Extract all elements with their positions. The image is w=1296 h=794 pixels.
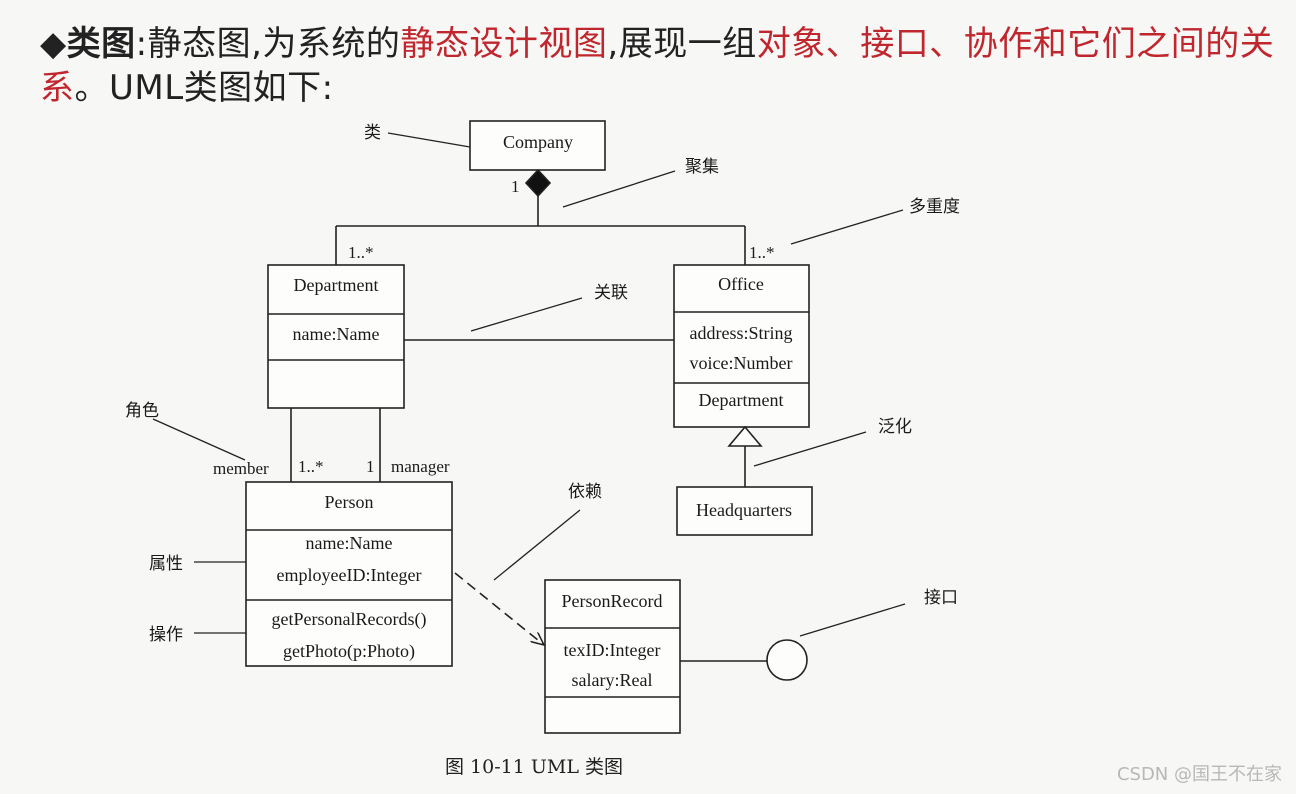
class-box-person <box>245 481 453 667</box>
annotation-class: 类 <box>364 123 381 143</box>
person-record-attr-salary: salary:Real <box>572 670 653 690</box>
person-record-name: PersonRecord <box>562 591 663 611</box>
dependency-arrow <box>454 572 544 645</box>
interface-lollipop-icon <box>766 639 808 681</box>
person-attr-employeeid: employeeID:Integer <box>277 565 422 585</box>
person-record-attr-texid: texID:Integer <box>564 640 661 660</box>
multiplicity-department: 1..* <box>348 243 374 262</box>
aggregation-diamond <box>524 168 552 198</box>
multiplicity-manager: 1 <box>366 457 375 476</box>
annotation-association: 关联 <box>594 283 628 303</box>
department-name: Department <box>294 275 379 295</box>
person-op-records: getPersonalRecords() <box>272 609 427 630</box>
heading-text-3: 。UML类图如下: <box>74 68 334 108</box>
term-class-diagram: 类图 <box>66 24 136 64</box>
heading-highlight-static-view: 静态设计视图 <box>400 24 608 64</box>
department-attr: name:Name <box>293 324 380 344</box>
office-name: Office <box>718 274 764 294</box>
annotation-generalization: 泛化 <box>878 417 912 437</box>
headquarters-name: Headquarters <box>696 500 792 520</box>
class-box-department <box>267 264 405 409</box>
office-attr-voice: voice:Number <box>690 353 793 373</box>
annotation-dependency: 依赖 <box>568 482 602 502</box>
generalization-triangle <box>727 425 763 447</box>
heading-text-2: ,展现一组 <box>607 24 757 64</box>
role-manager: manager <box>391 457 450 476</box>
class-box-office <box>673 264 810 428</box>
bullet-diamond: ◆ <box>40 24 67 64</box>
annotation-multiplicity: 多重度 <box>909 197 960 217</box>
person-name: Person <box>325 492 374 512</box>
office-attr-address: address:String <box>690 323 793 343</box>
class-box-person-record <box>544 579 681 734</box>
company-name: Company <box>503 132 573 152</box>
csdn-watermark: CSDN @国王不在家 <box>1116 764 1282 785</box>
heading-text-1: :静态图,为系统的 <box>135 24 401 64</box>
person-attr-name: name:Name <box>306 533 393 553</box>
heading-highlight-relations: 对象、接口、协作和它们之间的关系 <box>40 24 1275 108</box>
multiplicity-company: 1 <box>511 177 520 196</box>
figure-caption: 图 10-11 UML 类图 <box>445 756 623 778</box>
class-box-headquarters <box>676 486 813 536</box>
annotation-operation: 操作 <box>149 625 183 645</box>
slide-heading: ◆类图:静态图,为系统的静态设计视图,展现一组对象、接口、协作和它们之间的关系。… <box>40 22 1280 110</box>
office-op-department: Department <box>699 390 784 410</box>
annotation-attribute: 属性 <box>149 554 183 574</box>
multiplicity-office: 1..* <box>749 243 775 262</box>
class-box-company <box>469 120 606 171</box>
annotation-aggregation: 聚集 <box>685 157 719 177</box>
multiplicity-member: 1..* <box>298 457 324 476</box>
role-member: member <box>213 459 269 478</box>
person-op-photo: getPhoto(p:Photo) <box>283 641 415 662</box>
annotation-role: 角色 <box>125 401 159 421</box>
annotation-interface: 接口 <box>924 588 958 608</box>
